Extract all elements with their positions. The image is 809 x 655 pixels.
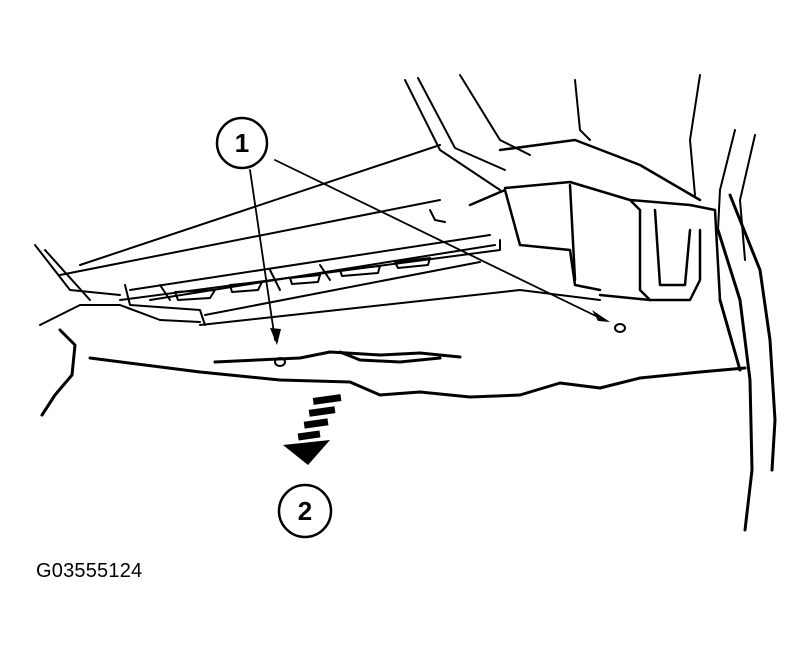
callout-1-label: 1 xyxy=(235,128,249,158)
removal-direction-arrow xyxy=(283,394,342,465)
leader-arrowheads xyxy=(270,310,610,345)
tray-component xyxy=(124,209,496,326)
bolt-front xyxy=(614,323,626,333)
figure-code: G03555124 xyxy=(36,560,143,582)
bolt-rear xyxy=(274,357,286,367)
callout-2: 2 xyxy=(277,483,333,539)
callout-1: 1 xyxy=(215,116,269,170)
heat-shield-body xyxy=(468,138,722,302)
callout-1-leaders xyxy=(249,159,601,341)
lower-contour xyxy=(40,193,777,532)
floor-pan xyxy=(34,144,601,326)
callout-2-label: 2 xyxy=(298,496,312,526)
strut-outline xyxy=(404,74,756,261)
